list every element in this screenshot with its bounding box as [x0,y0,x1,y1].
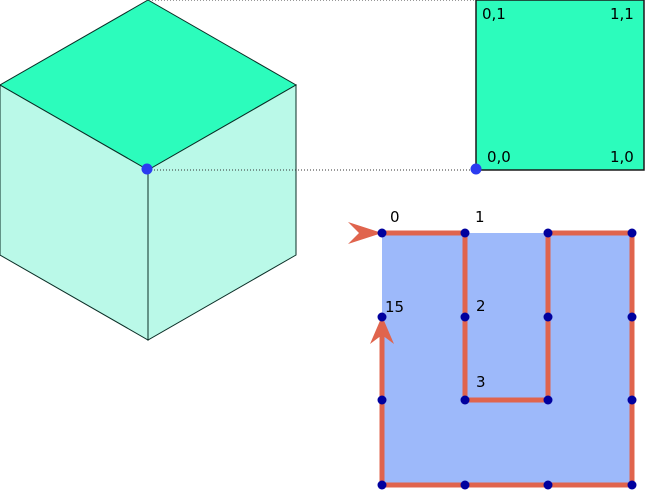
path-label-0: 0 [390,208,400,226]
grid-vertex-dot [460,480,470,490]
uv-label-bottom-left: 0,0 [487,148,511,166]
grid-vertex-dot [460,395,470,405]
grid-path-diagram: 0 1 2 3 15 [348,208,637,490]
uv-label-top-left: 0,1 [482,5,506,23]
arrowhead-right-icon [348,222,382,244]
grid-vertex-dot [377,228,387,238]
uv-origin-dot [470,163,482,175]
uv-square: 0,1 1,1 0,0 1,0 [470,0,645,175]
grid-vertex-dot [627,480,637,490]
uv-label-bottom-right: 1,0 [610,148,634,166]
path-label-1: 1 [475,208,485,226]
grid-vertex-dot [543,312,553,322]
grid-vertex-dot [377,480,387,490]
grid-vertex-dot [543,228,553,238]
grid-vertex-dot [543,395,553,405]
arrowhead-up-icon [370,316,394,344]
path-label-3: 3 [476,373,486,391]
cube-right-face [147,84,297,341]
grid-vertex-dot [627,395,637,405]
grid-vertex-dot [377,312,387,322]
grid-vertex-dot [377,395,387,405]
path-label-2: 2 [476,297,486,315]
grid-vertices [377,228,637,490]
grid-fill [382,233,632,485]
path-label-15: 15 [385,298,404,316]
uv-label-top-right: 1,1 [610,5,634,23]
grid-vertex-dot [543,480,553,490]
grid-vertex-dot [460,228,470,238]
grid-vertex-dot [627,228,637,238]
uv-square-face [475,0,645,171]
isometric-cube [0,0,298,341]
grid-vertex-dot [460,312,470,322]
cube-corner-dot [141,163,153,175]
grid-vertex-dot [627,312,637,322]
